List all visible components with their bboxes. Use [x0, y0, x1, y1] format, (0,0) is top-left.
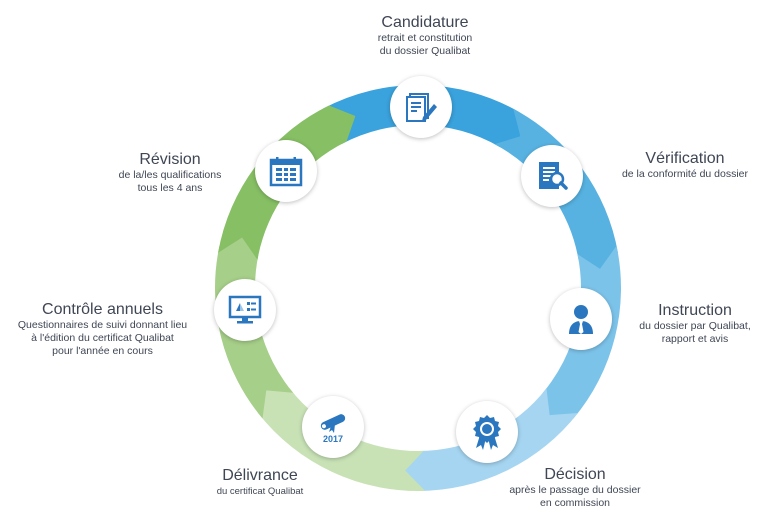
step-desc-line: Questionnaires de suivi donnant lieu — [17, 319, 188, 331]
step-label-instruction: Instruction du dossier par Qualibat, rap… — [620, 301, 770, 346]
calendar-icon — [269, 157, 303, 187]
step-desc-line: après le passage du dossier — [509, 484, 641, 496]
step-title: Candidature — [381, 14, 469, 31]
monitor-chart-icon — [228, 295, 262, 324]
step-title: Délivrance — [222, 467, 298, 484]
diploma-year-badge: 2017 — [322, 433, 344, 444]
node-delivrance: 2017 — [302, 396, 364, 458]
node-candidature — [390, 76, 452, 138]
step-label-delivrance: Délivrance du certificat Qualibat — [190, 466, 330, 498]
node-instruction — [550, 288, 612, 350]
node-decision — [456, 401, 518, 463]
step-label-verification: Vérification de la conformité du dossier — [600, 149, 770, 181]
step-desc-line: tous les 4 ans — [137, 182, 203, 194]
step-title: Instruction — [658, 302, 732, 319]
step-desc-line: du certificat Qualibat — [216, 486, 304, 497]
person-icon — [569, 305, 593, 334]
step-desc-line: pour l'année en cours — [52, 345, 153, 357]
document-pen-icon — [406, 93, 437, 122]
diploma-scroll-icon — [320, 413, 346, 433]
step-title: Révision — [139, 151, 201, 168]
step-label-decision: Décision après le passage du dossier en … — [480, 465, 670, 510]
node-revision — [255, 140, 317, 202]
node-controle — [214, 279, 276, 341]
step-label-candidature: Candidature retrait et constitution du d… — [340, 13, 510, 58]
node-verification — [521, 145, 583, 207]
step-title: Décision — [544, 466, 606, 483]
step-desc-line: de la/les qualifications — [118, 169, 222, 181]
step-label-revision: Révision de la/les qualifications tous l… — [85, 150, 255, 195]
step-label-controle: Contrôle annuels Questionnaires de suivi… — [0, 300, 205, 358]
step-desc-line: de la conformité du dossier — [621, 168, 749, 180]
step-title: Contrôle annuels — [42, 301, 163, 318]
step-desc-line: retrait et constitution — [377, 32, 473, 44]
step-desc-line: du dossier Qualibat — [379, 45, 471, 57]
document-magnifier-icon — [539, 162, 568, 190]
award-ribbon-icon — [473, 415, 501, 450]
step-desc-line: en commission — [539, 497, 611, 509]
step-desc-line: du dossier par Qualibat, — [639, 320, 751, 332]
step-desc-line: à l'édition du certificat Qualibat — [31, 332, 174, 344]
step-title: Vérification — [645, 150, 725, 167]
step-desc-line: rapport et avis — [661, 333, 729, 345]
